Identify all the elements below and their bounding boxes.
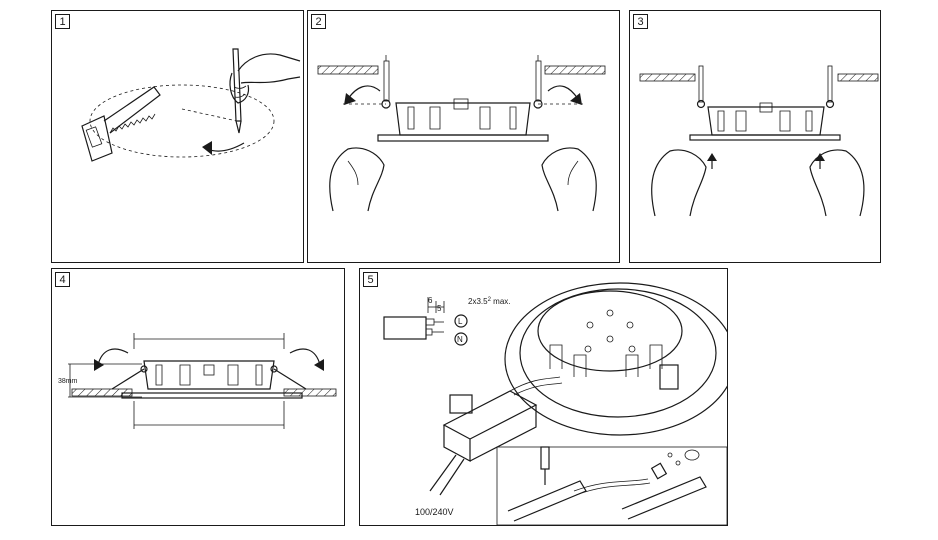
hand-right-icon [809, 149, 865, 217]
step-1-number: 1 [55, 14, 70, 29]
voltage-label: 100/240V [415, 507, 454, 517]
push-up-arrow-left-icon [707, 153, 717, 169]
rotate-arrow-icon [202, 141, 245, 155]
downlight-body [111, 360, 307, 399]
step-3-panel: 3 [629, 10, 881, 263]
step-5-number: 5 [363, 272, 378, 287]
fold-arrow-left-icon [344, 85, 381, 105]
spring-release-arrow-right-icon [289, 348, 324, 371]
hand-right-icon [541, 147, 597, 212]
svg-text:N: N [457, 335, 463, 344]
ceiling-left [639, 73, 696, 82]
spring-clip-right [825, 65, 835, 109]
strip-short-label: 5 [437, 304, 442, 313]
hand-left-icon [651, 149, 707, 217]
step-1-panel: 1 [51, 10, 304, 263]
screw-clamp-icon [650, 449, 700, 480]
cable-clamp-inset [496, 446, 727, 525]
downlight-body [689, 102, 841, 141]
spring-clip-right [533, 55, 543, 109]
downlight-housing [504, 282, 727, 436]
push-up-arrow-right-icon [815, 153, 825, 169]
ceiling-right [837, 73, 879, 82]
hand-left-icon [329, 147, 385, 212]
svg-text:L: L [458, 317, 463, 326]
saw-icon [81, 86, 161, 162]
step-5-panel: 5 6 5 2x3.52 max. L N [359, 268, 728, 526]
spring-clip-left [381, 55, 391, 109]
led-driver-box [442, 376, 563, 463]
wire-spec-label: 2x3.52 max. [468, 297, 511, 306]
step-3-number: 3 [633, 14, 648, 29]
hand-pencil-icon [229, 48, 301, 134]
step-2-illustration [317, 55, 606, 212]
ceiling-left [317, 65, 379, 75]
strip-length-label: 6 [428, 296, 433, 305]
spring-release-arrow-left-icon [94, 348, 129, 371]
step-3-illustration [639, 65, 879, 217]
terminal-N-icon: N [454, 332, 468, 346]
cutout-outline [89, 84, 275, 158]
height-dimension-label: 38mm [58, 378, 78, 385]
step-4-panel: 4 38mm [51, 268, 345, 526]
ceiling-right [544, 65, 606, 75]
spring-clip-left [696, 65, 706, 109]
step-4-illustration: 38mm [58, 333, 337, 429]
step-4-number: 4 [55, 272, 70, 287]
fold-arrow-right-icon [547, 85, 582, 105]
step-2-panel: 2 [307, 10, 620, 263]
wire-strip-diagram: 6 5 [383, 296, 445, 340]
step-2-number: 2 [311, 14, 326, 29]
screwdriver-icon [540, 446, 550, 485]
step-5-illustration: 6 5 2x3.52 max. L N [383, 282, 727, 525]
terminal-L-icon: L [454, 314, 468, 328]
downlight-body [377, 98, 549, 142]
step-1-illustration [81, 48, 301, 162]
